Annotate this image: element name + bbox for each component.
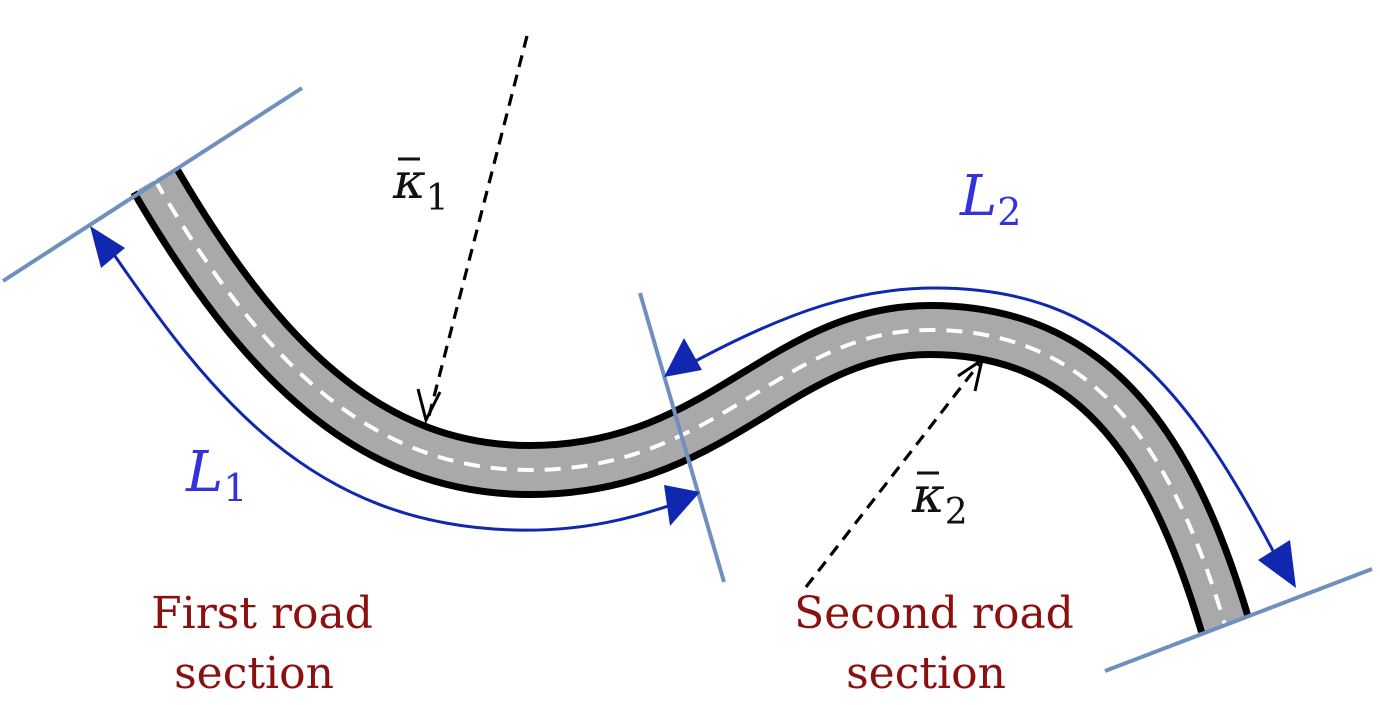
L2-symbol: L [959,164,997,229]
L2-label: L2 [959,164,1021,234]
boundary-end [1104,567,1373,673]
boundary-start [1,86,304,283]
L2-arrowhead-end [1258,540,1296,588]
second-section-caption-line1: Second road [794,588,1074,639]
L1-subscript: 1 [223,466,247,510]
L1-symbol: L [185,440,223,505]
second-section-caption-line2: section [846,648,1006,699]
svg-text:κ2: κ2 [911,466,968,533]
kappa2-subscript: 2 [945,492,968,533]
boundary-middle [638,292,726,583]
L1-arrow [104,242,679,532]
kappa1-label: κ1 [392,152,449,219]
kappa2-radius-line [804,363,981,588]
L2-arrowhead-start [664,338,702,377]
first-section-caption-line2: section [174,648,334,699]
curvature-indicators [416,35,985,588]
kappa2-arrowhead [957,356,985,392]
L1-arrowhead-start [90,226,125,268]
kappa2-symbol: κ [911,466,945,524]
section-boundaries [1,86,1373,673]
L1-label: L1 [185,440,247,510]
road-center-line [153,178,1227,626]
kappa2-label: κ2 [911,466,968,533]
kappa1-radius-line [427,35,529,417]
kappa1-subscript: 1 [426,178,449,219]
L1-arrowhead-end [664,485,700,526]
road [130,165,1252,633]
L2-subscript: 2 [997,190,1021,234]
kappa1-arrowhead [416,388,442,425]
kappa1-symbol: κ [392,152,426,210]
svg-text:κ1: κ1 [392,152,449,219]
first-section-caption-line1: First road [151,588,373,639]
length-arrows [90,226,1296,588]
L2-arrow [689,286,1284,569]
